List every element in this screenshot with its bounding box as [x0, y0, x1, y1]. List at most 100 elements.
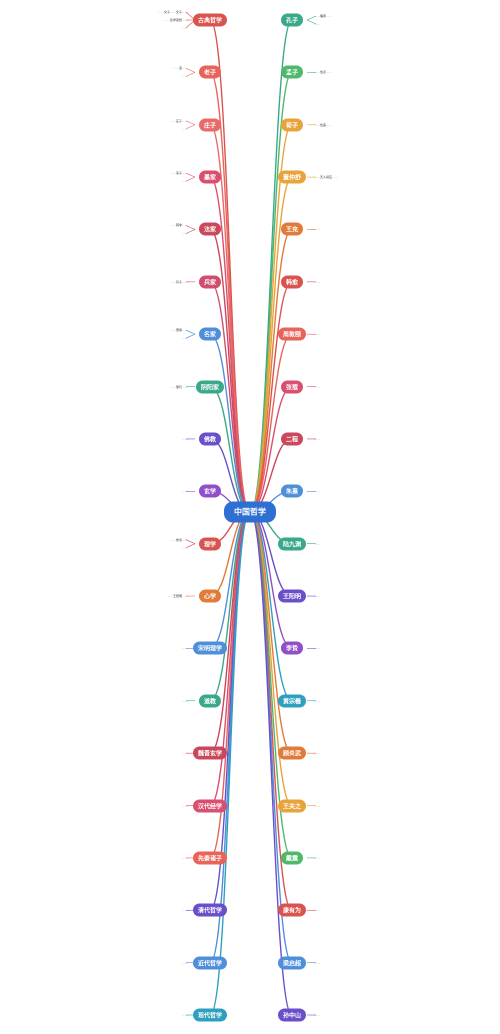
branch-note: ……哲学思想……	[163, 17, 188, 22]
branch-node[interactable]: 魏晋玄学	[192, 746, 228, 760]
branch-note: ……	[182, 855, 188, 860]
branch-note: ……	[182, 436, 188, 441]
note-connector	[185, 68, 196, 73]
note-connector	[185, 229, 196, 234]
branch-connector	[209, 511, 251, 1016]
branch-note: ……	[314, 646, 320, 651]
branch-note: ……	[314, 855, 320, 860]
branch-note: ……惠施……	[169, 328, 188, 333]
branch-node[interactable]: 先秦诸子	[192, 851, 228, 865]
branch-note: ……	[314, 332, 320, 337]
note-connector	[185, 543, 196, 548]
branch-node[interactable]: 顾炎武	[277, 746, 307, 760]
branch-note: ……	[314, 908, 320, 913]
branch-node[interactable]: 梁启超	[277, 956, 307, 970]
branch-node[interactable]: 道教	[198, 694, 222, 708]
branch-node[interactable]: 近代哲学	[192, 956, 228, 970]
branch-note: ……	[182, 1012, 188, 1017]
branch-note: ……	[314, 751, 320, 756]
branch-node[interactable]: 汉代经学	[192, 799, 228, 813]
branch-connector	[209, 228, 251, 513]
branch-note: ……	[314, 279, 320, 284]
branch-note: ……孙子……	[169, 279, 188, 284]
branch-node[interactable]: 李贽	[280, 641, 304, 655]
branch-note: ……	[314, 541, 320, 546]
branch-node[interactable]: 黄宗羲	[277, 694, 307, 708]
branch-node[interactable]: 王阳明	[277, 589, 307, 603]
note-connector	[185, 329, 196, 335]
branch-note: ……	[314, 1012, 320, 1017]
branch-connector	[249, 228, 293, 513]
branch-node[interactable]: 韩愈	[280, 275, 304, 289]
branch-note: ……	[182, 545, 188, 550]
branch-node[interactable]: 孔子	[280, 13, 304, 27]
branch-node[interactable]: 张载	[280, 380, 304, 394]
branch-node[interactable]: 朱熹	[280, 484, 304, 498]
branch-note: ……	[182, 698, 188, 703]
note-connector	[185, 72, 196, 77]
branch-note: ……儒家……	[314, 13, 333, 18]
note-connector	[185, 176, 196, 182]
branch-note: ……	[182, 908, 188, 913]
branch-note: ……文子……文子……	[157, 9, 188, 14]
branch-node[interactable]: 陆九渊	[277, 537, 307, 551]
branch-node[interactable]: 阴阳家	[195, 380, 225, 394]
branch-note: ……	[182, 336, 188, 341]
branch-note: ……	[314, 489, 320, 494]
branch-note: ……韩非……	[169, 223, 188, 228]
branch-note: ……	[182, 178, 188, 183]
branch-node[interactable]: 周敦颐	[277, 327, 307, 341]
branch-node[interactable]: 庄子	[198, 118, 222, 132]
branch-node[interactable]: 老子	[198, 65, 222, 79]
central-topic[interactable]: 中国哲学	[224, 501, 276, 523]
branch-node[interactable]: 古典哲学	[192, 13, 228, 27]
branch-note: ……	[314, 698, 320, 703]
note-connector	[185, 333, 196, 339]
branch-note: ……邹衍……	[169, 384, 188, 389]
branch-note: ……	[314, 384, 320, 389]
branch-node[interactable]: 二程	[280, 432, 304, 446]
branch-node[interactable]: 玄学	[198, 484, 222, 498]
branch-connector	[249, 176, 293, 513]
branch-node[interactable]: 戴震	[280, 851, 304, 865]
note-connector	[185, 124, 196, 130]
branch-note: ……	[182, 231, 188, 236]
branch-note: ……	[182, 803, 188, 808]
branch-note: ……	[182, 646, 188, 651]
branch-node[interactable]: 兵家	[198, 275, 222, 289]
branch-node[interactable]: 王夫之	[277, 799, 307, 813]
branch-node[interactable]: 心学	[198, 589, 222, 603]
branch-note: ……	[314, 227, 320, 232]
branch-note: ……	[314, 21, 320, 26]
branch-note: ……	[182, 960, 188, 965]
branch-node[interactable]: 理学	[198, 537, 222, 551]
note-connector	[306, 19, 317, 25]
branch-note: ……性善……	[314, 70, 333, 75]
branch-connector	[249, 281, 293, 513]
branch-note: ……	[182, 126, 188, 131]
branch-note: ……	[314, 803, 320, 808]
branch-note: ……墨子……	[169, 170, 188, 175]
branch-node[interactable]: 法家	[198, 222, 222, 236]
branch-node[interactable]: 孙中山	[277, 1008, 307, 1022]
branch-node[interactable]: 董仲舒	[277, 170, 307, 184]
branch-node[interactable]: 宋明理学	[192, 641, 228, 655]
note-connector	[185, 539, 196, 544]
branch-note: ……	[314, 960, 320, 965]
branch-node[interactable]: 名家	[198, 327, 222, 341]
branch-connector	[209, 281, 251, 513]
branch-node[interactable]: 佛教	[198, 432, 222, 446]
branch-node[interactable]: 王充	[280, 222, 304, 236]
branch-node[interactable]: 现代哲学	[192, 1008, 228, 1022]
branch-node[interactable]: 墨家	[198, 170, 222, 184]
branch-note: ……	[182, 74, 188, 79]
branch-connector	[249, 511, 293, 1016]
branch-note: ……	[182, 25, 188, 30]
branch-node[interactable]: 孟子	[280, 65, 304, 79]
note-connector	[185, 225, 196, 230]
note-connector	[306, 15, 317, 21]
branch-node[interactable]: 荀子	[280, 118, 304, 132]
branch-node[interactable]: 清代哲学	[192, 903, 228, 917]
branch-note: ……天人感应……	[314, 174, 339, 179]
branch-node[interactable]: 康有为	[277, 903, 307, 917]
